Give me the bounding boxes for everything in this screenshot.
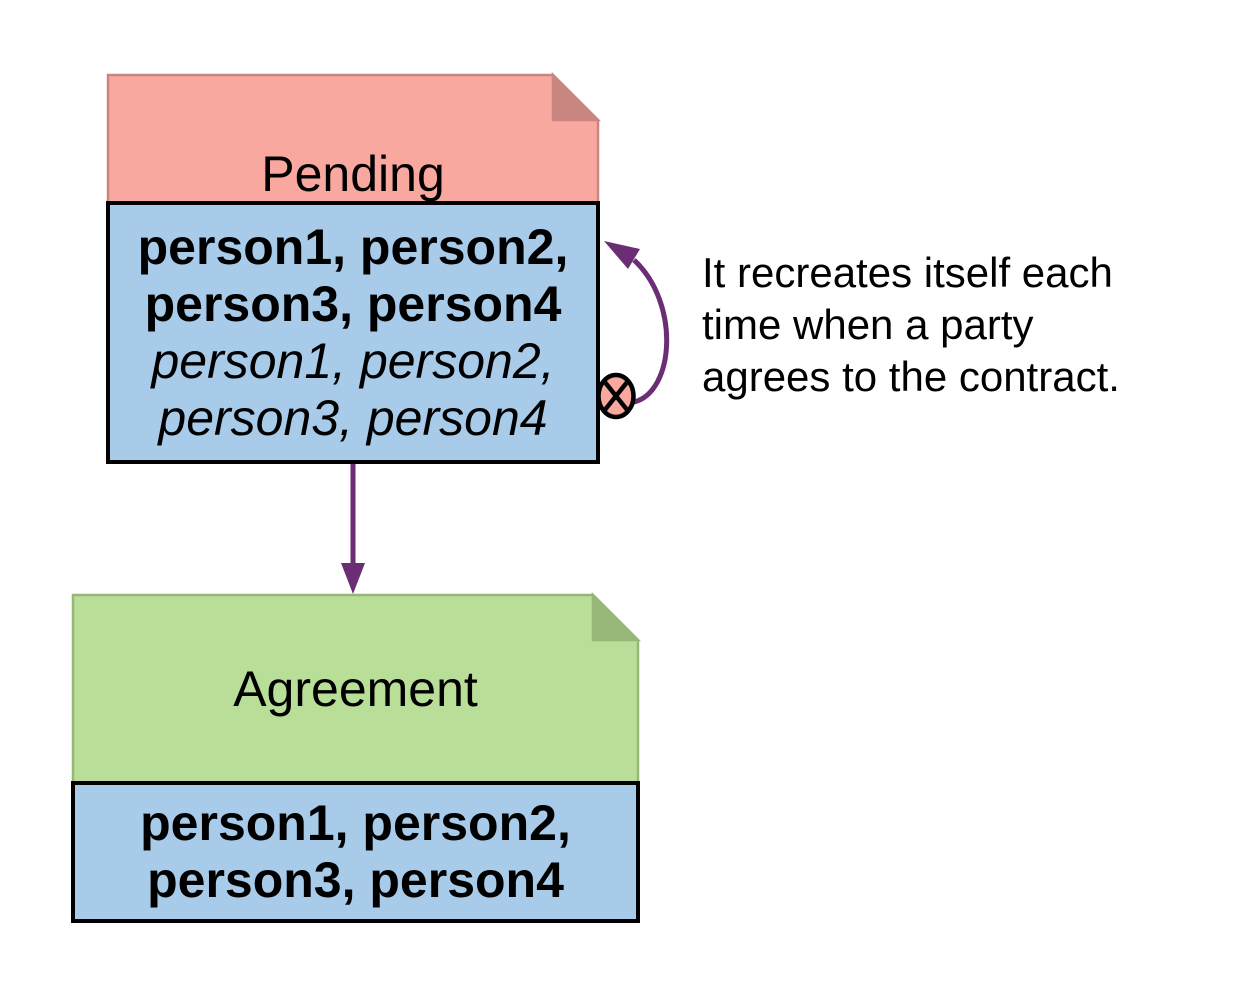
pending-title-label: Pending	[261, 146, 445, 202]
pending-note-title: Pending	[108, 75, 598, 203]
recreate-annotation: It recreates itself each time when a par…	[702, 247, 1120, 403]
agreement-body-text: person1, person2, person3, person4	[73, 783, 638, 921]
pending-signed-parties-line: person1, person2,	[137, 218, 569, 275]
agreement-note-title: Agreement	[73, 595, 638, 783]
agreement-title-label: Agreement	[233, 661, 478, 717]
create-agreement-arrowhead	[341, 563, 365, 594]
annotation-line: time when a party	[702, 301, 1034, 348]
agreement-body-rect	[71, 781, 640, 923]
annotation-line: It recreates itself each	[702, 249, 1113, 296]
pending-body-text: person1, person2, person3, person4 perso…	[108, 203, 598, 462]
pending-signed-parties-line: person3, person4	[144, 275, 562, 332]
recreate-loop-arrow	[632, 258, 670, 405]
pending-pending-parties-line: person1, person2,	[151, 332, 555, 389]
pending-note-shape	[106, 73, 600, 205]
pending-note-fold-corner	[551, 71, 602, 122]
archive-circle-x-icon	[596, 372, 636, 420]
agreement-note-shape	[71, 593, 640, 785]
pending-pending-parties-line: person3, person4	[158, 389, 548, 446]
agreement-signed-parties-line: person3, person4	[147, 852, 564, 908]
recreate-loop-arrowhead	[604, 241, 640, 269]
agreement-note-fold-corner	[591, 591, 642, 642]
annotation-line: agrees to the contract.	[702, 353, 1120, 400]
pending-body-rect	[106, 201, 600, 464]
agreement-signed-parties-line: person1, person2,	[140, 795, 571, 851]
